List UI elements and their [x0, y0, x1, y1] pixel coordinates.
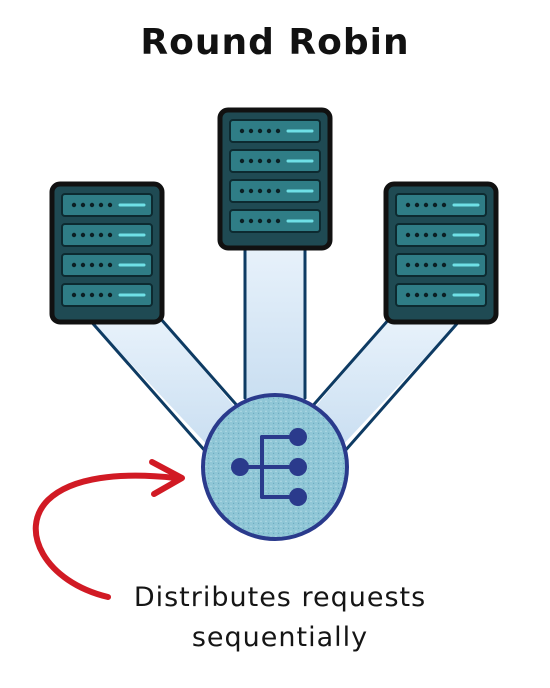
connection-beams [86, 243, 464, 454]
load-balancer-icon [201, 393, 349, 541]
caption-line-2: sequentially [191, 622, 369, 653]
server-right [383, 181, 499, 325]
beam-center [245, 245, 305, 400]
server-center [217, 107, 333, 251]
beam-left [88, 318, 244, 450]
diagram-title: Round Robin [140, 22, 410, 63]
server-left [49, 181, 165, 325]
curved-arrow-icon [32, 459, 185, 600]
caption: Distributes requests sequentially [110, 578, 450, 658]
caption-line-1: Distributes requests [133, 582, 427, 613]
beam-right [306, 318, 462, 450]
